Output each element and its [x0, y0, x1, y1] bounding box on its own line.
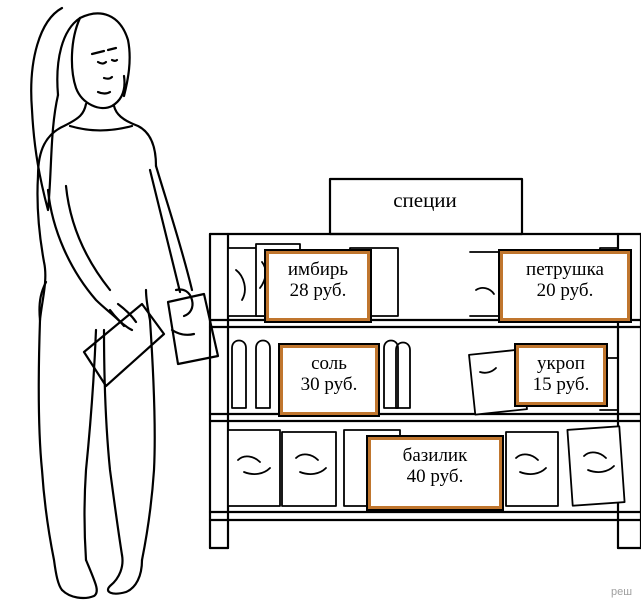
watermark: реш: [611, 586, 633, 598]
price-tag-price: 40 руб.: [406, 466, 464, 487]
price-tag-name: имбирь: [287, 259, 349, 280]
woman-figure: [30, 6, 220, 600]
spice-packets-middle: [231, 339, 619, 416]
price-tag-salt: соль 30 руб.: [280, 345, 378, 415]
price-tag-price: 28 руб.: [289, 280, 347, 301]
price-tag-name: соль: [311, 353, 347, 374]
price-tag-basil: базилик 40 руб.: [368, 437, 502, 509]
price-tag-name: петрушка: [526, 259, 604, 280]
price-tag-ginger: имбирь 28 руб.: [266, 251, 370, 321]
price-tag-price: 20 руб.: [536, 280, 594, 301]
price-tag-price: 30 руб.: [300, 374, 358, 395]
price-tag-price: 15 руб.: [532, 374, 590, 395]
price-tag-name: укроп: [537, 353, 585, 374]
price-tag-dill: укроп 15 руб.: [516, 345, 606, 405]
price-tag-name: базилик: [402, 445, 468, 466]
spices-sign-label: специи: [393, 188, 457, 212]
price-tag-parsley: петрушка 20 руб.: [500, 251, 630, 321]
